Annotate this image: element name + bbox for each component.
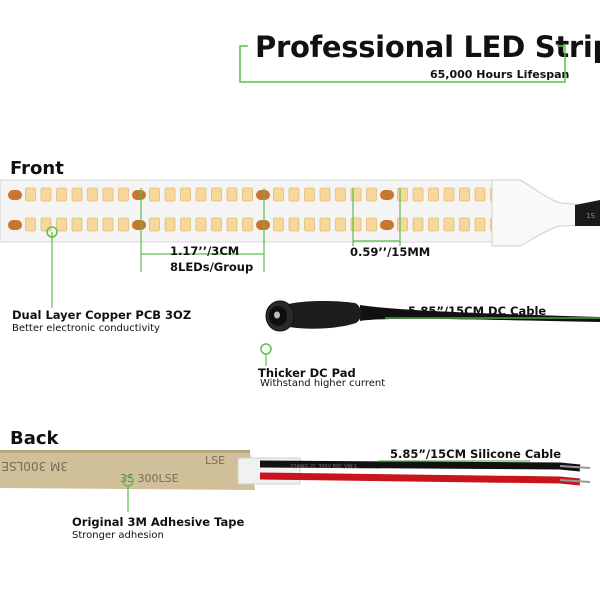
led-chip <box>335 217 346 232</box>
solder-pad <box>132 220 146 230</box>
page-title: Professional LED Strip <box>255 30 600 64</box>
tape-description: Stronger adhesion <box>72 530 164 541</box>
led-chip <box>443 217 455 232</box>
cut-length-label: 0.59’’/15MM <box>350 245 431 259</box>
svg-text:3S 300LSE: 3S 300LSE <box>120 472 179 485</box>
led-chip <box>288 187 300 202</box>
dc-pad-title: Thicker DC Pad <box>258 366 356 380</box>
svg-text:22AWG 2C 300V 80C VW-1: 22AWG 2C 300V 80C VW-1 <box>290 464 357 470</box>
led-chip <box>304 217 315 232</box>
led-chip <box>428 217 439 232</box>
solder-pad <box>8 190 22 200</box>
led-chip <box>71 217 83 232</box>
led-chip <box>474 187 486 202</box>
solder-pad <box>132 190 146 200</box>
led-chip <box>366 187 377 202</box>
led-chip <box>71 187 83 202</box>
led-chip <box>25 187 36 202</box>
tape-title: Original 3M Adhesive Tape <box>72 515 245 529</box>
led-chip <box>149 217 160 232</box>
led-chip <box>118 187 129 202</box>
led-chip <box>412 217 424 232</box>
led-chip <box>195 217 207 232</box>
led-chip <box>319 217 331 232</box>
title-bracket <box>239 45 566 83</box>
led-chip <box>273 217 284 232</box>
led-strip-front: 1S <box>0 179 600 247</box>
svg-text:1S: 1S <box>586 212 595 220</box>
led-chip <box>412 187 424 202</box>
led-chip <box>273 187 284 202</box>
led-chip <box>226 217 238 232</box>
led-chip <box>459 187 470 202</box>
dc-pad-description: Withstand higher current <box>260 378 386 389</box>
front-heading: Front <box>10 158 64 179</box>
led-chip <box>149 187 160 202</box>
svg-text:LSE: LSE <box>205 454 225 467</box>
led-chip <box>366 217 377 232</box>
led-chip <box>40 217 52 232</box>
led-chip <box>118 217 129 232</box>
led-chip <box>180 187 191 202</box>
led-strip-back: 3M 300LSE 3S 300LSE LSE 22AWG 2C 300V 80… <box>0 450 591 490</box>
led-chip <box>242 187 253 202</box>
led-chip <box>226 187 238 202</box>
group-leds-label: 8LEDs/Group <box>170 260 254 274</box>
solder-pad <box>256 220 270 230</box>
svg-text:3M 300LSE: 3M 300LSE <box>1 459 68 473</box>
solder-pad <box>380 220 394 230</box>
back-heading: Back <box>10 428 59 449</box>
dc-cable-label: 5.85”/15CM DC Cable <box>408 304 547 318</box>
solder-pad <box>256 190 270 200</box>
led-chip <box>25 217 36 232</box>
led-chip <box>335 187 346 202</box>
led-chip <box>459 217 470 232</box>
led-chip <box>87 217 98 232</box>
silicone-cable-label: 5.85”/15CM Silicone Cable <box>390 447 562 461</box>
solder-pad <box>8 220 22 230</box>
dc-pad-marker <box>260 343 272 355</box>
solder-pad <box>380 190 394 200</box>
led-chip <box>102 187 114 202</box>
led-chip <box>397 187 408 202</box>
led-chip <box>319 187 331 202</box>
led-chip <box>164 187 176 202</box>
led-chip <box>242 217 253 232</box>
led-chip <box>195 187 207 202</box>
led-chip <box>40 187 52 202</box>
pcb-title: Dual Layer Copper PCB 3OZ <box>12 308 192 322</box>
led-chip <box>211 217 222 232</box>
pcb-marker <box>46 226 58 238</box>
led-chip <box>288 217 300 232</box>
page-subtitle: 65,000 Hours Lifespan <box>430 68 570 81</box>
led-chip <box>211 187 222 202</box>
pcb-description: Better electronic conductivity <box>12 323 160 334</box>
led-chip <box>56 217 67 232</box>
led-chip <box>102 217 114 232</box>
led-chip <box>164 217 176 232</box>
led-chip <box>428 187 439 202</box>
led-chip <box>87 187 98 202</box>
led-chip <box>304 187 315 202</box>
led-chip <box>474 217 486 232</box>
led-chip <box>443 187 455 202</box>
dimension-lines-front <box>51 188 401 308</box>
group-length-label: 1.17’’/3CM <box>170 244 240 258</box>
led-chip <box>180 217 191 232</box>
led-chip <box>56 187 67 202</box>
led-chip <box>397 217 408 232</box>
